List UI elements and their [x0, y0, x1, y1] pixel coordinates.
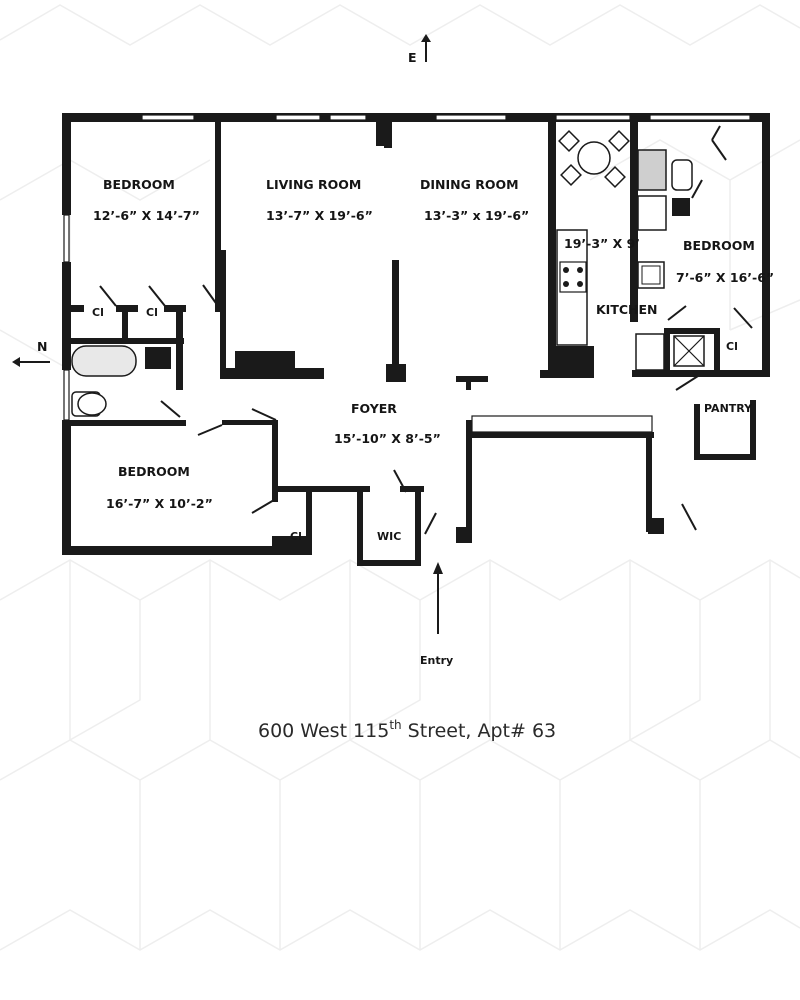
closet-label: Cl: [290, 530, 302, 543]
room-name-bedroom-nw: BEDROOM: [103, 177, 175, 192]
room-dims-bedroom-sw: 16’-7” X 10’-2”: [106, 496, 213, 511]
entry-arrow: [433, 562, 443, 634]
room-dims-living: 13’-7” X 19’-6”: [266, 208, 373, 223]
pantry-label: PANTRY: [704, 402, 753, 415]
address-caption: 600 West 115th Street, Apt# 63: [258, 718, 556, 742]
interior-walls: [62, 122, 770, 566]
room-name-foyer: FOYER: [351, 401, 397, 416]
compass-north: N: [12, 339, 50, 367]
door-swings: [99, 125, 753, 535]
fixtures: [71, 130, 705, 417]
room-name-bedroom-sw: BEDROOM: [118, 464, 190, 479]
room-name-kitchen: KITCHEN: [596, 302, 658, 317]
room-name-living: LIVING ROOM: [266, 177, 361, 192]
closet-label: Cl: [726, 340, 738, 353]
closet-label: Cl: [146, 306, 158, 319]
room-name-dining: DINING ROOM: [420, 177, 519, 192]
closet-label: Cl: [92, 306, 104, 319]
svg-text:E: E: [408, 50, 417, 65]
exterior-walls: [62, 113, 770, 555]
room-dims-dining: 13’-3” x 19’-6”: [424, 208, 529, 223]
walk-in-closet-label: WIC: [377, 530, 401, 543]
room-dims-kitchen: 19’-3” X 9’: [564, 236, 640, 251]
background-pattern: [0, 4, 800, 951]
room-dims-bedroom-ne: 7’-6” X 16’-6”: [676, 270, 774, 285]
room-dims-foyer: 15’-10” X 8’-5”: [334, 431, 441, 446]
svg-text:N: N: [37, 339, 47, 354]
room-dims-bedroom-nw: 12’-6” X 14’-7”: [93, 208, 200, 223]
compass-east: E: [408, 34, 431, 65]
room-name-bedroom-ne: BEDROOM: [683, 238, 755, 253]
entry-label: Entry: [420, 654, 453, 667]
